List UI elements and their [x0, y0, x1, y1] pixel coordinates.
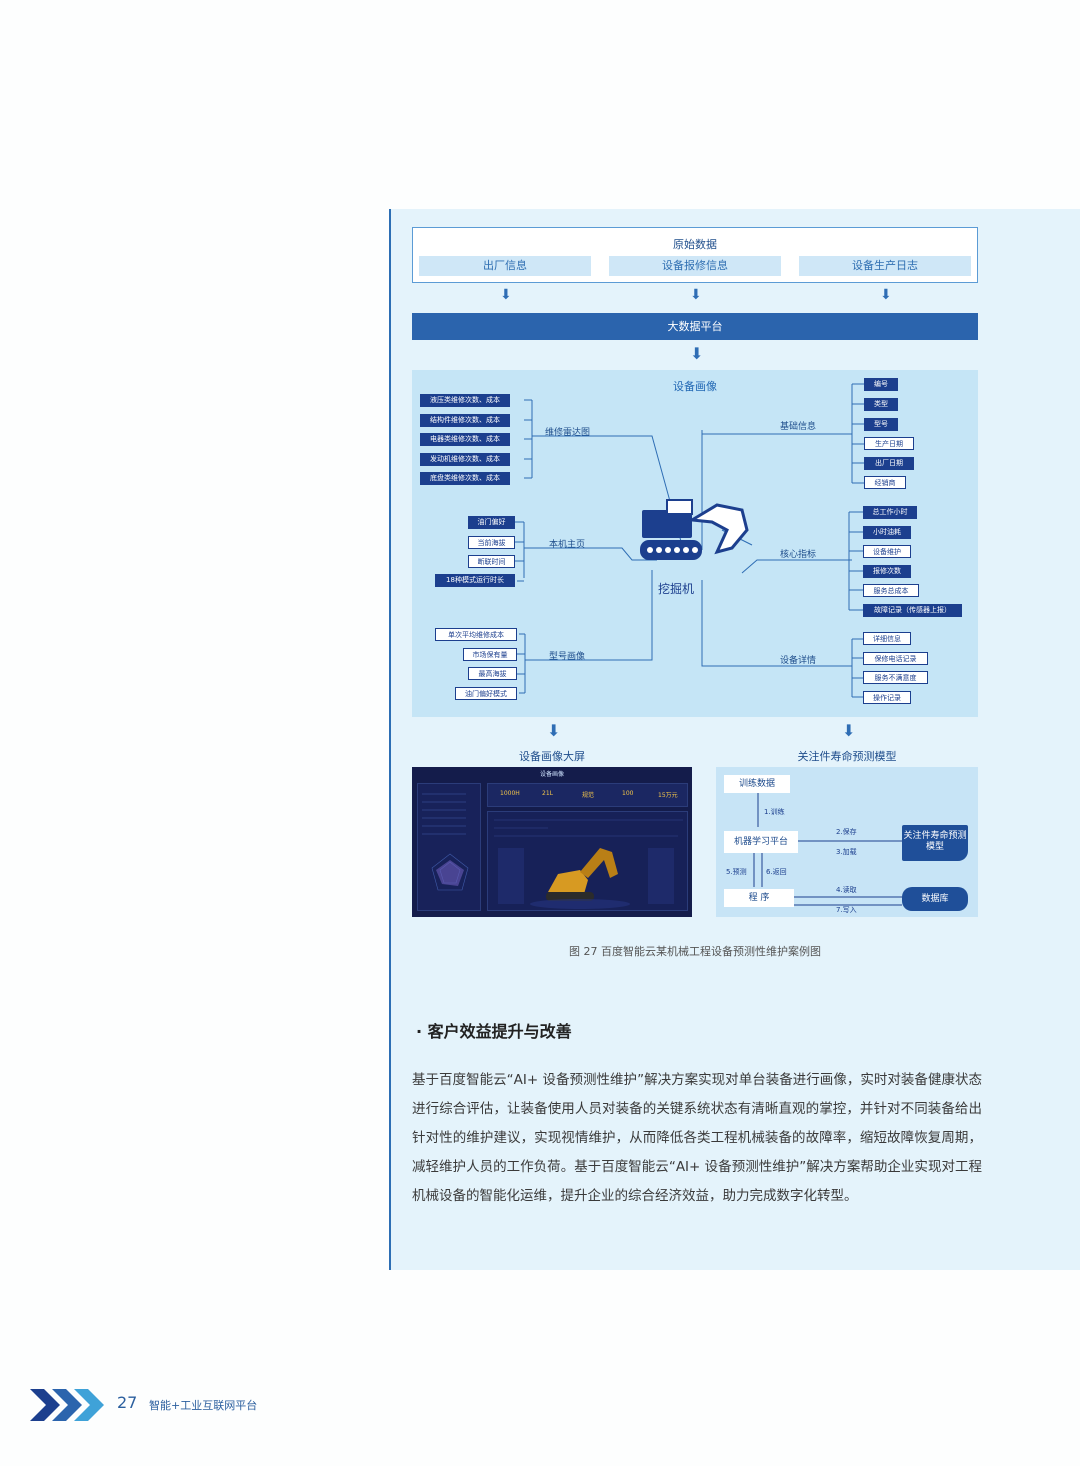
figure-caption: 图 27 百度智能云某机械工程设备预测性维护案例图 — [569, 945, 821, 958]
group-label-home: 本机主页 — [549, 540, 586, 550]
model-title: 关注件寿命预测模型 — [797, 750, 897, 763]
group-label-repair-radar: 维修雷达图 — [545, 428, 591, 438]
kpi-hours: 1000H — [500, 790, 520, 797]
screen-left-panel — [417, 783, 481, 911]
tag-item: 出厂日期 — [864, 457, 914, 470]
tag-item: 故障记录（传感器上报） — [863, 604, 962, 617]
tag-item: 报修次数 — [863, 565, 911, 578]
kpi-repairs: 100 — [622, 790, 634, 797]
section-heading: · 客户效益提升与改善 — [416, 1022, 572, 1041]
tag-item: 保修电话记录 — [863, 652, 928, 665]
raw-item-repair-info: 设备报修信息 — [609, 256, 781, 276]
tag-item: 最高海拔 — [468, 667, 517, 680]
tag-item: 详细信息 — [863, 632, 911, 645]
raw-data-title: 原始数据 — [673, 238, 717, 251]
big-data-platform: 大数据平台 — [412, 313, 978, 340]
portrait-title: 设备画像 — [673, 380, 717, 393]
raw-data-box: 原始数据 出厂信息 设备报修信息 设备生产日志 — [412, 227, 978, 283]
tag-item: 当前海拔 — [468, 536, 515, 549]
database-icon: 数据库 — [902, 887, 968, 911]
tag-item: 操作记录 — [863, 691, 911, 704]
arrow-down-icon: ⬇ — [547, 721, 561, 740]
predict-model-box: 关注件寿命预测模型 — [902, 825, 968, 861]
center-device-label: 挖掘机 — [658, 582, 695, 596]
tag-item: 总工作小时 — [863, 506, 917, 519]
model-flow-lines — [753, 793, 902, 906]
tag-item: 经销商 — [864, 476, 906, 489]
device-portrait-panel: 设备画像 挖掘机 维修雷达图 液压类维修次数、成本 结构件维修次数、成本 电器类… — [412, 370, 978, 717]
tag-item: 市场保有量 — [463, 648, 517, 661]
screen-kpi-bar: 1000H 21L 规范 100 15万元 — [487, 783, 688, 807]
tag-item: 发动机维修次数、成本 — [420, 453, 510, 466]
excavator-photo-icon — [494, 819, 683, 909]
group-label-core-metrics: 核心指标 — [780, 550, 817, 560]
tag-item: 服务总成本 — [863, 584, 919, 597]
step-load: 3.加载 — [836, 848, 857, 856]
arrow-down-icon: ⬇ — [690, 344, 704, 363]
arrow-down-icon: ⬇ — [690, 287, 702, 303]
kpi-cost: 15万元 — [658, 792, 678, 799]
chevron-arrows-icon — [30, 1389, 104, 1421]
training-data-box: 训练数据 — [724, 775, 790, 793]
tag-item: 单次平均维修成本 — [435, 628, 517, 641]
screen-header: 设备画像 — [539, 771, 564, 778]
tag-item: 小时油耗 — [863, 526, 911, 539]
step-return: 6.返回 — [766, 868, 787, 876]
step-save: 2.保存 — [836, 828, 857, 836]
arrow-down-icon: ⬇ — [842, 721, 856, 740]
group-label-device-detail: 设备详情 — [780, 656, 817, 666]
tag-item: 设备维护 — [863, 545, 911, 558]
raw-item-production-log: 设备生产日志 — [799, 256, 971, 276]
screen-main-area — [487, 811, 688, 911]
tag-item: 18种模式运行时长 — [435, 574, 515, 587]
page-number: 27 — [117, 1393, 138, 1412]
tag-item: 型号 — [864, 418, 898, 431]
tag-item: 液压类维修次数、成本 — [420, 394, 510, 407]
tag-item: 油门偏好 — [468, 516, 515, 529]
step-train: 1.训练 — [764, 808, 785, 816]
step-read: 4.读取 — [836, 886, 857, 894]
tag-item: 编号 — [864, 378, 898, 391]
group-label-basic-info: 基础信息 — [780, 422, 817, 432]
tag-item: 结构件维修次数、成本 — [420, 414, 510, 427]
excavator-icon — [640, 499, 749, 560]
arrow-down-icon: ⬇ — [500, 287, 512, 303]
tag-item: 断联时间 — [468, 555, 515, 568]
screen-title: 设备画像大屏 — [519, 750, 585, 763]
tag-item: 服务不满意度 — [863, 671, 928, 684]
radar-chart-icon — [422, 793, 469, 891]
arrow-down-icon: ⬇ — [880, 287, 892, 303]
dashboard-screen: 设备画像 1000H 21L 规范 100 15万元 — [412, 767, 692, 917]
step-predict: 5.预测 — [726, 868, 747, 876]
program-box: 程 序 — [724, 889, 794, 907]
section-paragraph: 基于百度智能云“AI+ 设备预测性维护”解决方案实现对单台装备进行画像，实时对装… — [412, 1072, 982, 1204]
tag-item: 类型 — [864, 398, 898, 411]
prediction-model-panel: 训练数据 机器学习平台 程 序 关注件寿命预测模型 数据库 1.训练 2.保存 … — [716, 767, 978, 917]
ml-platform-box: 机器学习平台 — [724, 831, 798, 853]
group-label-model-portrait: 型号画像 — [549, 652, 586, 662]
raw-item-factory-info: 出厂信息 — [419, 256, 591, 276]
connector-lines — [507, 383, 864, 698]
tag-item: 油门偏好模式 — [455, 687, 517, 700]
footer-title: 智能+工业互联网平台 — [149, 1399, 258, 1412]
tag-item: 生产日期 — [864, 437, 914, 450]
kpi-maintenance: 规范 — [582, 792, 595, 799]
step-write: 7.写入 — [836, 906, 857, 914]
tag-item: 电器类维修次数、成本 — [420, 433, 510, 446]
kpi-fuel: 21L — [542, 790, 553, 797]
tag-item: 底盘类维修次数、成本 — [420, 472, 510, 485]
